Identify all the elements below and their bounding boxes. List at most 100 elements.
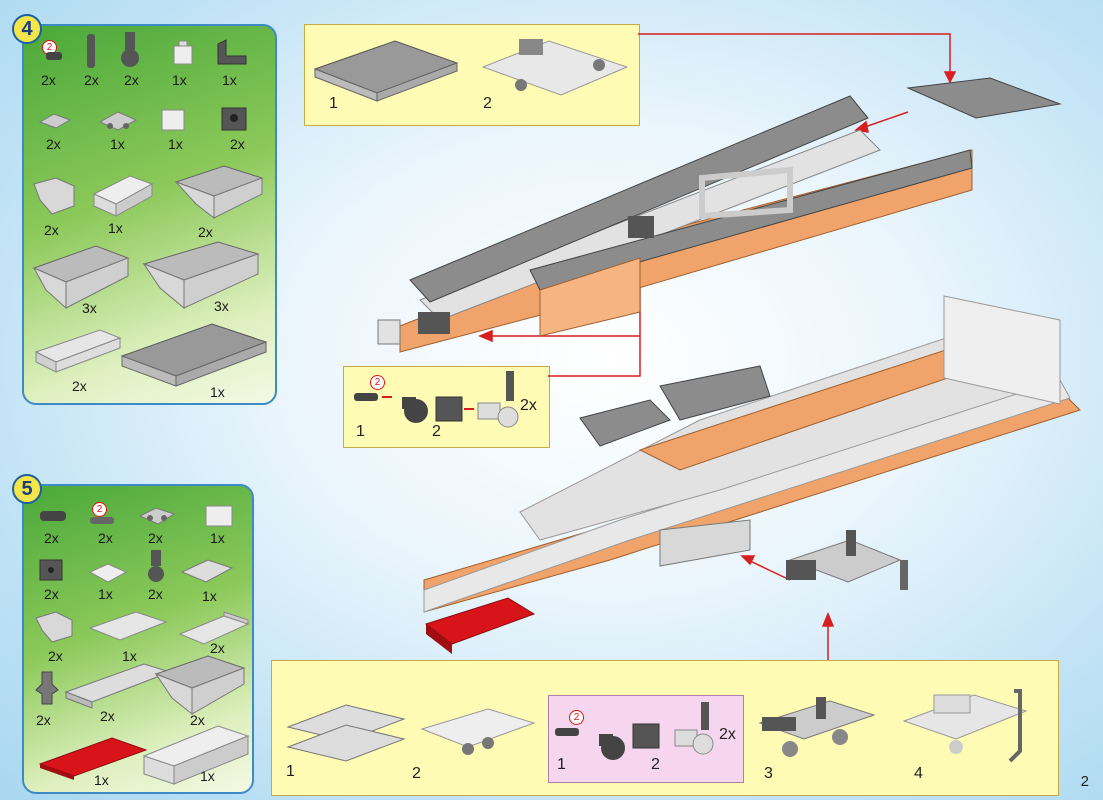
slope-brick-part xyxy=(33,177,75,215)
quantity-label: 2x xyxy=(210,640,225,656)
pin-into-connector-part xyxy=(555,728,625,760)
white-brick-1x6-part xyxy=(142,725,250,785)
lower-build-model xyxy=(423,295,1081,654)
quantity-label: 2x xyxy=(190,712,205,728)
quantity-label: 1x xyxy=(210,530,225,546)
clip-plate-part xyxy=(138,507,176,525)
tile-2x4-part xyxy=(88,611,168,641)
tile-grooved-part xyxy=(34,329,122,373)
axle-pin-part xyxy=(46,52,62,60)
sub-step-label: 1 xyxy=(329,95,338,112)
angle-tile-part xyxy=(178,611,250,645)
white-brick-1x4-part xyxy=(92,175,154,217)
sub-step-label: 4 xyxy=(914,765,923,782)
step-number: 5 xyxy=(12,474,42,504)
white-brick-1x1-part xyxy=(205,505,233,527)
connector-part xyxy=(148,550,164,582)
step-number: 4 xyxy=(12,14,42,44)
quantity-label: 2x xyxy=(36,712,51,728)
quantity-label: 2x xyxy=(44,586,59,602)
quantity-label: 2x xyxy=(230,136,245,152)
grey-plate-part xyxy=(313,40,459,102)
inverted-slope-part xyxy=(174,165,264,220)
clip-hook-part xyxy=(35,671,59,705)
quantity-label: 1x xyxy=(168,136,183,152)
quantity-label: 1x xyxy=(94,772,109,788)
sub-assembly-box-bottom: 2 1 2 2x 1 2 3 4 xyxy=(271,660,1059,796)
quantity-label: 3x xyxy=(82,300,97,316)
quantity-label: 2x xyxy=(148,530,163,546)
upper-build-model xyxy=(377,77,1062,353)
quantity-label: 1x xyxy=(222,72,237,88)
plate-1x2-part xyxy=(38,113,72,129)
sub-step-label: 1 xyxy=(356,423,365,440)
angle-plate-part xyxy=(217,39,247,65)
pin-into-connector-part xyxy=(354,393,428,423)
quantity-label: 1x xyxy=(122,648,137,664)
sub-step-label: 2 xyxy=(432,423,441,440)
technic-brick-part xyxy=(221,107,247,131)
quantity-label: 2x xyxy=(41,72,56,88)
pink-sub-assembly-box: 2 1 2 2x xyxy=(548,695,744,783)
quantity-label: 1x xyxy=(110,136,125,152)
sub-step-label: 3 xyxy=(764,765,773,782)
axle-pin-part xyxy=(40,511,66,521)
sub-step-label: 2 xyxy=(483,95,492,112)
quantity-label: 1x xyxy=(202,588,217,604)
brick-with-connector-part xyxy=(435,371,519,428)
white-brick-1x1-part xyxy=(161,109,185,131)
quantity-label: 2x xyxy=(148,586,163,602)
sub-step-label: 2 xyxy=(651,756,660,773)
quantity-label: 1x xyxy=(108,220,123,236)
inverted-slope-part xyxy=(154,655,246,716)
quantity-badge: 2 xyxy=(569,710,584,725)
small-pin-part xyxy=(90,517,114,524)
quantity-label: 1x xyxy=(210,384,225,400)
quantity-label: 2x xyxy=(198,224,213,240)
quantity-label: 2x xyxy=(98,530,113,546)
quantity-badge: 2 xyxy=(370,375,385,390)
quantity-label: 2x xyxy=(124,72,139,88)
plate-with-clips-part xyxy=(420,708,536,755)
grey-plate-large-part xyxy=(120,323,268,387)
chassis-assembly-final-part xyxy=(902,689,1028,763)
tile-2x2-part xyxy=(88,563,128,583)
quantity-label: 2x xyxy=(48,648,63,664)
quantity-label: 1x xyxy=(200,768,215,784)
quantity-label: 2x xyxy=(84,72,99,88)
quantity-label: 2x xyxy=(44,530,59,546)
quantity-label: 2x xyxy=(44,222,59,238)
page-number: 2 xyxy=(1080,773,1089,790)
quantity-badge: 2 xyxy=(92,502,107,517)
red-plate-part xyxy=(38,737,148,780)
assembly-arrows xyxy=(478,33,957,660)
two-plates-part xyxy=(286,704,406,762)
quantity-label: 2x xyxy=(46,136,61,152)
inverted-slope-3x-part xyxy=(32,245,130,310)
connector-part xyxy=(121,32,139,67)
technic-brick-part xyxy=(39,559,63,581)
assembled-plate-part xyxy=(481,39,629,96)
quantity-label: 3x xyxy=(214,298,229,314)
sub-step-label: 2 xyxy=(412,765,421,782)
sub-assembly-box-middle: 2 1 2 2x xyxy=(343,366,550,448)
chassis-assembly-part xyxy=(758,697,876,757)
clip-plate-part xyxy=(98,111,138,131)
quantity-label: 2x xyxy=(100,708,115,724)
step-4-parts-panel: 4 2 2x 2x 2x 1x 1x 2x 1x 1x 2x 2x 1x 2x … xyxy=(12,14,277,405)
sub-step-label: 1 xyxy=(286,763,295,780)
slope-brick-part xyxy=(35,611,73,643)
sub-assembly-box-top: 1 2 xyxy=(304,24,640,126)
step-5-parts-panel: 5 2 2x 2x 2x 1x 2x 1x 2x 1x 2x 1x 2x 2x … xyxy=(12,474,254,794)
clip-plate-large-part xyxy=(180,559,234,583)
black-pin-part xyxy=(87,34,95,68)
sub-step-label: 1 xyxy=(557,756,566,773)
quantity-label: 1x xyxy=(98,586,113,602)
quantity-label: 2x xyxy=(719,726,736,743)
quantity-label: 1x xyxy=(172,72,187,88)
quantity-label: 2x xyxy=(520,397,537,414)
brick-with-connector-part xyxy=(632,702,714,755)
quantity-label: 2x xyxy=(72,378,87,394)
white-brick-1x1-part xyxy=(173,40,193,65)
